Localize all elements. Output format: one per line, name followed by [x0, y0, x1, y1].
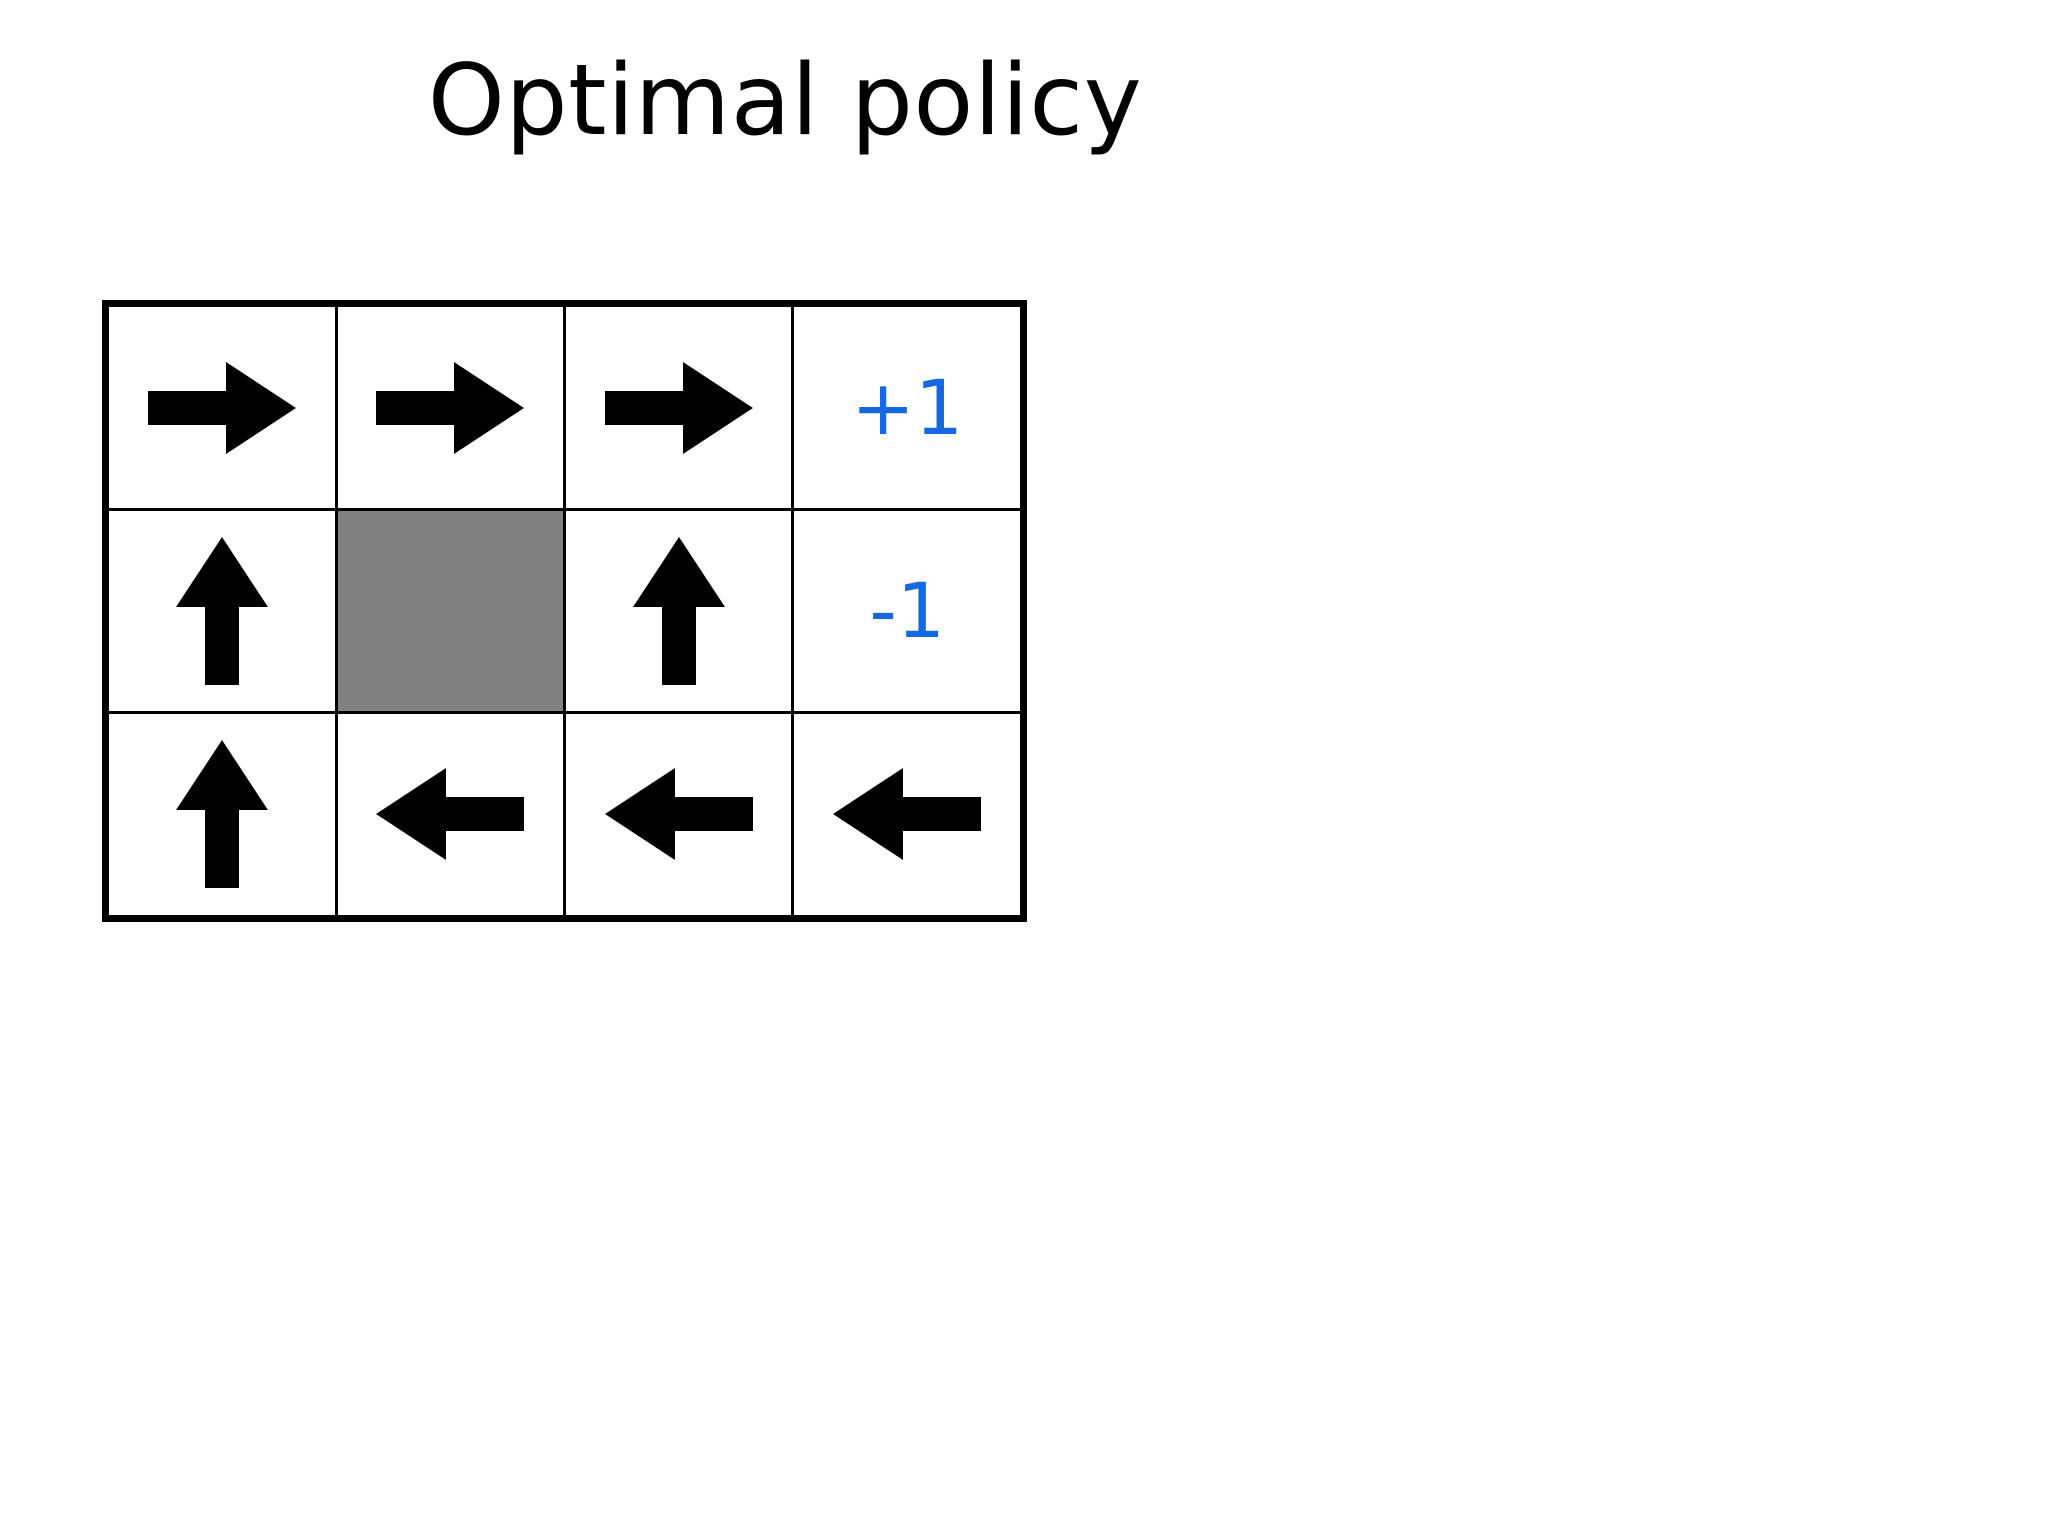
grid-cell-r0c3[interactable]: +1 [791, 307, 1020, 512]
cell-content [566, 511, 791, 711]
wall-block [337, 511, 563, 711]
grid-row: -1 [109, 508, 1020, 714]
grid-cell-r0c1[interactable] [334, 307, 566, 512]
grid-cell-r1c3[interactable]: -1 [791, 508, 1020, 714]
arrow-left-icon [376, 768, 525, 861]
cell-content [109, 714, 335, 915]
grid-cell-r2c3[interactable] [791, 710, 1020, 915]
arrow-left-icon [604, 768, 753, 861]
grid-cell-r1c1-wall [334, 508, 566, 714]
grid-table: +1 [109, 307, 1020, 915]
cell-content [338, 714, 563, 915]
grid-cell-r2c2[interactable] [562, 710, 795, 915]
grid-cell-r0c0[interactable] [109, 307, 338, 512]
grid-row [109, 710, 1020, 915]
arrow-up-icon [175, 536, 268, 685]
arrow-right-icon [147, 361, 296, 454]
grid-cell-r2c1[interactable] [334, 710, 566, 915]
arrow-left-icon [833, 768, 982, 861]
cell-content: -1 [794, 511, 1020, 711]
cell-content [566, 714, 791, 915]
grid-cell-r1c2[interactable] [562, 508, 795, 714]
grid-cell-r2c0[interactable] [109, 710, 338, 915]
grid-cell-r1c0[interactable] [109, 508, 338, 714]
arrow-up-icon [175, 740, 268, 889]
cell-content [794, 714, 1020, 915]
cell-content [566, 307, 791, 508]
cell-content [109, 511, 335, 711]
cell-content [109, 307, 335, 508]
page-title: Optimal policy [427, 44, 1143, 158]
arrow-right-icon [604, 361, 753, 454]
grid-cell-r0c2[interactable] [562, 307, 795, 512]
cell-content [338, 307, 563, 508]
reward-label-positive: +1 [851, 362, 964, 452]
grid-row: +1 [109, 307, 1020, 512]
arrow-right-icon [376, 361, 525, 454]
reward-label-negative: -1 [869, 565, 946, 655]
arrow-up-icon [632, 536, 725, 685]
gridworld-grid: +1 [102, 300, 1027, 922]
cell-content: +1 [794, 307, 1020, 508]
